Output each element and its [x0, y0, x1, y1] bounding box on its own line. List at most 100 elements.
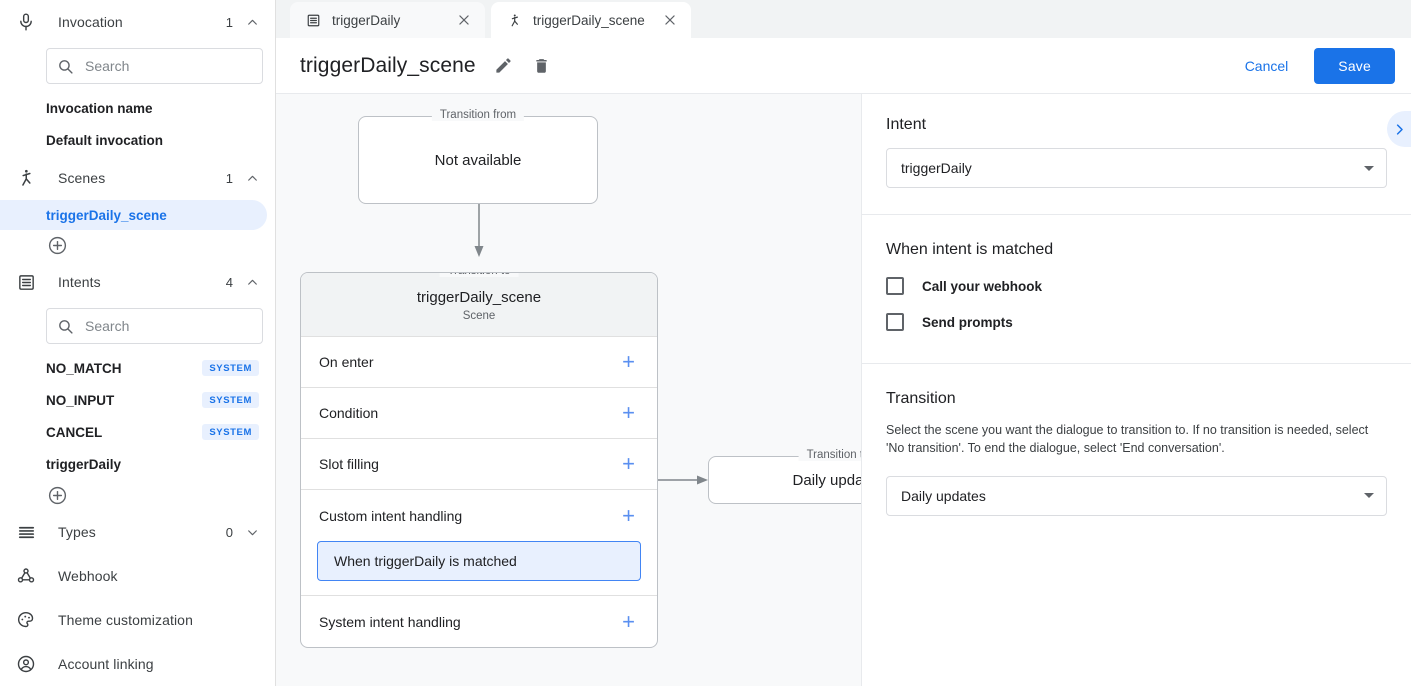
page-title: triggerDaily_scene [300, 53, 476, 77]
add-intent-row [0, 480, 275, 510]
transition-section: Transition Select the scene you want the… [862, 364, 1411, 542]
chevron-up-icon[interactable] [245, 275, 259, 289]
intent-tab-icon [306, 13, 321, 28]
sidebar-item-theme-customization[interactable]: Theme customization [0, 598, 275, 642]
invocation-search-box[interactable] [46, 48, 268, 84]
sidebar-item-webhook-label: Webhook [58, 568, 118, 584]
sidebar-group-intents[interactable]: Intents 4 [0, 260, 275, 304]
trash-icon[interactable] [528, 52, 556, 80]
add-intent-icon[interactable] [46, 484, 68, 506]
transition-from-box: Transition from Not available [358, 109, 598, 204]
transition-to-legend: Transition to [439, 273, 519, 277]
intents-search-box[interactable] [46, 308, 268, 344]
sidebar-item-triggerdaily-label: triggerDaily [46, 456, 122, 472]
sidebar-item-webhook[interactable]: Webhook [0, 554, 275, 598]
when-intent-matched-title: When intent is matched [886, 241, 1054, 258]
scene-row-system-intent-handling-label: System intent handling [319, 613, 461, 630]
checkbox-icon[interactable] [886, 277, 904, 295]
sidebar-group-scenes-label: Scenes [58, 170, 106, 186]
scene-row-on-enter[interactable]: On enter + [301, 337, 657, 388]
scene-row-slot-filling-label: Slot filling [319, 456, 379, 472]
sidebar-group-types[interactable]: Types 0 [0, 510, 275, 554]
when-intent-matched-section: When intent is matched Call your webhook… [862, 215, 1411, 364]
dropdown-arrow-icon [1364, 493, 1374, 498]
checkbox-send-prompts[interactable]: Send prompts [886, 313, 1387, 331]
sidebar-item-account-linking[interactable]: Account linking [0, 642, 275, 686]
tab-triggerdaily-scene-label: triggerDaily_scene [533, 12, 645, 28]
account-icon [14, 652, 38, 676]
sidebar-item-no-input[interactable]: NO_INPUT SYSTEM [0, 384, 275, 416]
sidebar-group-types-count: 0 [225, 524, 233, 540]
scene-row-custom-intent-handling-label: Custom intent handling [319, 507, 463, 524]
sidebar-item-no-input-label: NO_INPUT [46, 392, 115, 408]
checkbox-call-your-webhook[interactable]: Call your webhook [886, 277, 1387, 295]
cancel-button[interactable]: Cancel [1231, 49, 1303, 83]
tab-strip: triggerDaily triggerDaily_scene [276, 0, 1411, 38]
sidebar-group-invocation[interactable]: Invocation 1 [0, 0, 275, 44]
chevron-up-icon[interactable] [245, 15, 259, 29]
chevron-up-icon[interactable] [245, 171, 259, 185]
scene-row-custom-intent-handling[interactable]: Custom intent handling + [301, 490, 657, 541]
close-icon[interactable] [453, 9, 475, 31]
body-split: Transition from Not available Transition… [276, 94, 1411, 686]
sidebar-item-theme-customization-label: Theme customization [58, 612, 193, 628]
close-icon[interactable] [659, 9, 681, 31]
intent-section: Intent triggerDaily [862, 94, 1411, 215]
microphone-icon [14, 10, 38, 34]
intent-section-title: Intent [886, 116, 927, 133]
tab-triggerdaily[interactable]: triggerDaily [290, 2, 485, 38]
sidebar-group-scenes[interactable]: Scenes 1 [0, 156, 275, 200]
sidebar-group-intents-count: 4 [225, 274, 233, 290]
sidebar-item-no-match[interactable]: NO_MATCH SYSTEM [0, 352, 275, 384]
sidebar-item-triggerdaily[interactable]: triggerDaily [0, 448, 275, 480]
transition-target-legend: Transition to [798, 449, 861, 461]
save-button[interactable]: Save [1314, 47, 1395, 84]
sidebar-item-triggerdaily-scene[interactable]: triggerDaily_scene [0, 200, 267, 230]
page-header: triggerDaily_scene Cancel Save [276, 38, 1411, 94]
transition-from-legend: Transition from [431, 109, 525, 121]
intent-select[interactable]: triggerDaily [886, 148, 1387, 188]
intent-handler-chip[interactable]: When triggerDaily is matched [317, 541, 641, 581]
tab-triggerdaily-label: triggerDaily [332, 12, 401, 28]
chevron-right-icon[interactable] [1387, 111, 1411, 147]
sidebar-item-cancel[interactable]: CANCEL SYSTEM [0, 416, 275, 448]
sidebar-group-scenes-count: 1 [225, 170, 233, 186]
main-content: triggerDaily triggerDaily_scene [276, 0, 1411, 686]
sidebar-item-cancel-label: CANCEL [46, 424, 103, 440]
intents-search-input[interactable] [83, 317, 268, 335]
scene-row-system-intent-handling[interactable]: System intent handling + [301, 596, 657, 647]
pencil-icon[interactable] [490, 52, 518, 80]
scene-card: Transition to triggerDaily_scene Scene O… [300, 272, 658, 648]
sidebar-item-default-invocation[interactable]: Default invocation [0, 124, 275, 156]
scene-card-name: triggerDaily_scene [416, 289, 542, 306]
checkbox-send-prompts-label: Send prompts [922, 314, 1013, 330]
scene-row-slot-filling[interactable]: Slot filling + [301, 439, 657, 490]
status-badge-system: SYSTEM [202, 392, 259, 408]
checkbox-icon[interactable] [886, 313, 904, 331]
sidebar-item-invocation-name-label: Invocation name [46, 100, 153, 116]
scenes-icon [14, 166, 38, 190]
types-icon [14, 520, 38, 544]
add-scene-icon[interactable] [46, 234, 68, 256]
sidebar-item-invocation-name[interactable]: Invocation name [0, 92, 275, 124]
scene-card-header: triggerDaily_scene Scene [301, 273, 657, 337]
invocation-search-input[interactable] [83, 57, 268, 75]
tab-triggerdaily-scene[interactable]: triggerDaily_scene [491, 2, 691, 38]
sidebar-item-no-match-label: NO_MATCH [46, 360, 122, 376]
add-on-enter-icon[interactable]: + [622, 349, 635, 374]
add-slot-filling-icon[interactable]: + [622, 451, 635, 476]
scene-graph-canvas[interactable]: Transition from Not available Transition… [276, 94, 862, 686]
scene-row-condition-label: Condition [319, 405, 379, 421]
sidebar-group-invocation-count: 1 [225, 14, 233, 30]
add-system-intent-handling-icon[interactable]: + [622, 608, 635, 634]
add-condition-icon[interactable]: + [622, 400, 635, 425]
add-custom-intent-handling-icon[interactable]: + [622, 502, 635, 528]
custom-intent-handler-wrap: When triggerDaily is matched [301, 541, 657, 596]
scene-row-condition[interactable]: Condition + [301, 388, 657, 439]
chevron-down-icon[interactable] [245, 525, 259, 539]
transition-target-box[interactable]: Transition to Daily updates [708, 449, 861, 504]
status-badge-system: SYSTEM [202, 360, 259, 376]
transition-select[interactable]: Daily updates [886, 475, 1387, 516]
sidebar-item-default-invocation-label: Default invocation [46, 132, 164, 148]
webhook-icon [14, 564, 38, 588]
